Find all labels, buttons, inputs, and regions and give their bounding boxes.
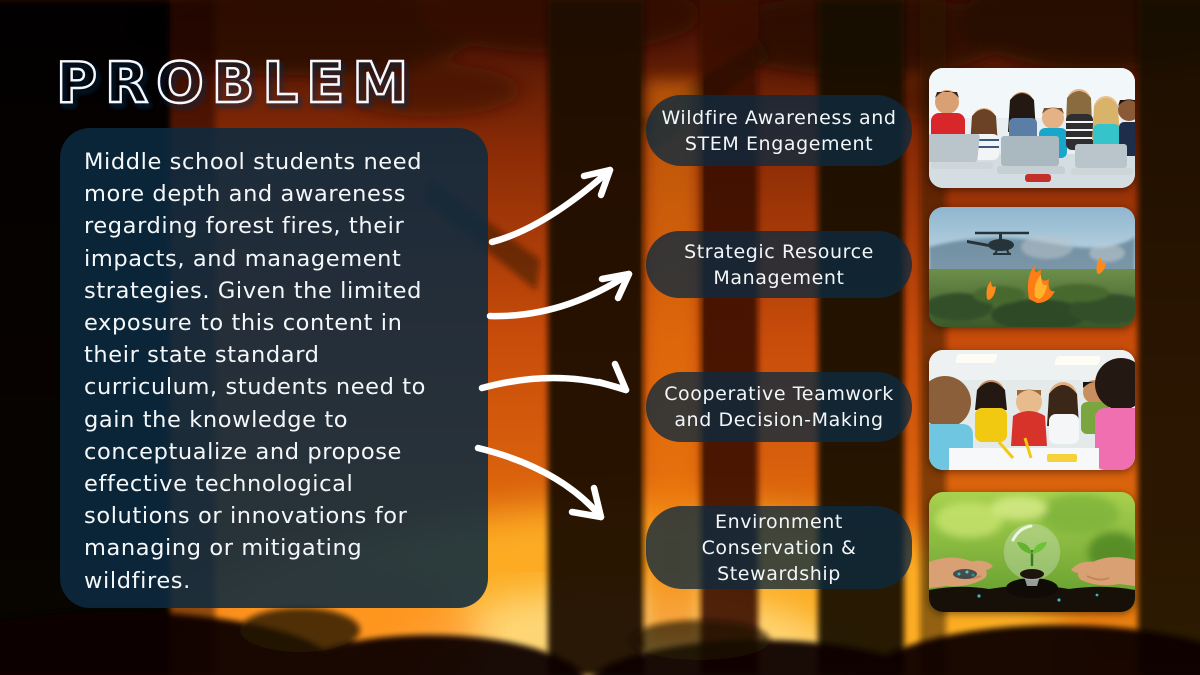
topic-pill-wildfire-awareness: Wildfire Awareness and STEM Engagement: [646, 95, 912, 166]
topic-label: Wildfire Awareness and STEM Engagement: [661, 106, 897, 155]
photo-conservation-lightbulb: [929, 492, 1135, 612]
topic-label: Strategic Resource Management: [684, 240, 874, 289]
photo-helicopter-wildfire: [929, 207, 1135, 327]
title-text: PROBLEM: [56, 51, 416, 116]
problem-statement-panel: Middle school students need more depth a…: [60, 128, 488, 608]
topic-pill-environment-conservation: Environment Conservation & Stewardship: [646, 506, 912, 589]
topic-pill-cooperative-teamwork: Cooperative Teamwork and Decision-Making: [646, 372, 912, 442]
topic-pill-strategic-resource: Strategic Resource Management: [646, 231, 912, 298]
page-title: PROBLEM: [55, 50, 416, 117]
photo-students-laptops: [929, 68, 1135, 188]
photo-students-teamwork: [929, 350, 1135, 470]
topic-label: Environment Conservation & Stewardship: [701, 510, 857, 585]
problem-statement-text: Middle school students need more depth a…: [84, 149, 427, 594]
topic-label: Cooperative Teamwork and Decision-Making: [664, 383, 894, 431]
